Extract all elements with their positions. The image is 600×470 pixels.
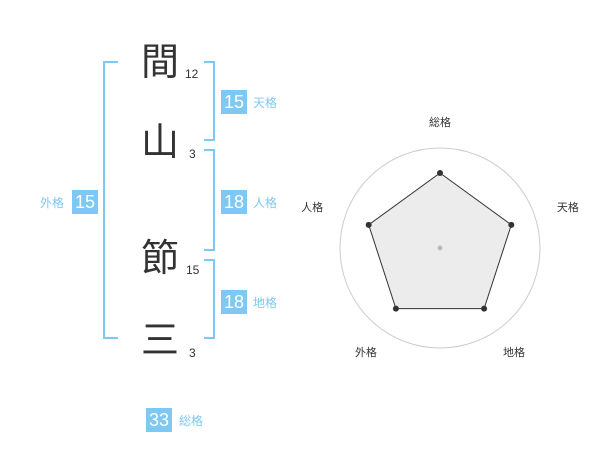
name-char-1: 間 — [140, 40, 179, 84]
gaikaku-label: 外格 — [40, 196, 65, 210]
radar-center — [437, 245, 443, 251]
name-char-2: 山 — [140, 120, 179, 164]
chikaku-badge: 18 — [221, 290, 248, 314]
name-char-3: 節 — [140, 236, 179, 280]
radar-area — [368, 172, 512, 310]
radar-point-0 — [437, 170, 443, 176]
tenkaku-bracket-line — [204, 61, 215, 141]
chikaku-label: 地格 — [253, 296, 278, 310]
gaikaku-bracket-line — [103, 61, 118, 339]
name-char-4-strokes: 3 — [189, 346, 196, 360]
gaikaku-badge: 15 — [72, 190, 99, 214]
tenkaku-label: 天格 — [253, 96, 278, 110]
radar-point-4 — [365, 221, 372, 228]
jinkaku-bracket-line — [204, 149, 215, 251]
soukaku-badge: 33 — [146, 408, 173, 432]
jinkaku-label: 人格 — [253, 196, 278, 210]
radar-axis-label-2: 地格 — [503, 345, 525, 359]
jinkaku-badge: 18 — [221, 190, 248, 214]
soukaku-label: 総格 — [179, 414, 204, 428]
name-char-3-strokes: 15 — [186, 263, 200, 277]
name-char-4: 三 — [140, 318, 179, 362]
radar-point-1 — [508, 221, 515, 228]
chikaku-bracket-line — [204, 259, 215, 339]
name-char-1-strokes: 12 — [185, 67, 199, 81]
radar-axis-label-0: 総格 — [429, 115, 451, 129]
tenkaku-badge: 15 — [221, 90, 248, 114]
radar-axis-label-1: 天格 — [557, 200, 579, 214]
radar-point-2 — [481, 305, 488, 312]
name-char-2-strokes: 3 — [189, 147, 196, 161]
radar-point-3 — [392, 305, 399, 312]
radar-axis-label-3: 外格 — [355, 345, 377, 359]
radar-axis-label-4: 人格 — [301, 200, 323, 214]
